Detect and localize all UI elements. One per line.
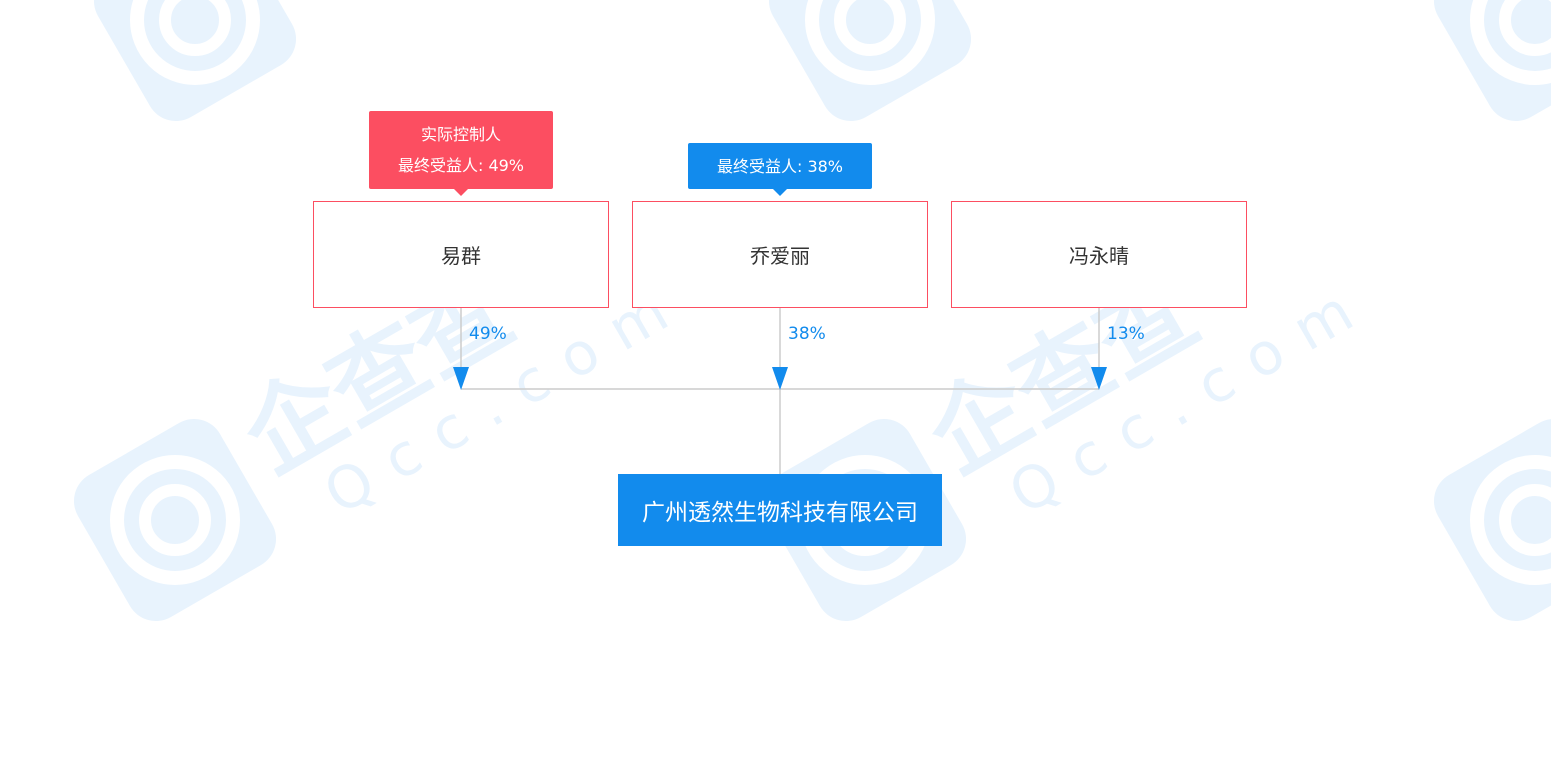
tag-line-beneficiary: 最终受益人: 38% — [716, 156, 844, 176]
arrow-down-icon — [772, 367, 788, 390]
shareholder-name: 易群 — [441, 244, 481, 268]
shareholder-box-2[interactable]: 乔爱丽 — [632, 201, 928, 308]
shareholder-name: 乔爱丽 — [750, 244, 810, 268]
tag-line-controller: 实际控制人 — [420, 125, 501, 144]
share-percent-label: 49% — [469, 324, 507, 344]
share-percent-label: 38% — [788, 324, 826, 344]
arrow-down-icon — [1091, 367, 1107, 390]
shareholder-name: 冯永晴 — [1069, 244, 1129, 268]
beneficiary-tag: 最终受益人: 38% — [688, 143, 872, 196]
company-name: 广州透然生物科技有限公司 — [642, 500, 918, 526]
actual-controller-tag: 实际控制人 最终受益人: 49% — [369, 111, 553, 196]
arrow-down-icon — [453, 367, 469, 390]
company-box[interactable]: 广州透然生物科技有限公司 — [618, 474, 942, 546]
tag-line-beneficiary: 最终受益人: 49% — [397, 156, 525, 175]
shareholder-box-1[interactable]: 易群 — [313, 201, 609, 308]
share-percent-label: 13% — [1107, 324, 1145, 344]
shareholder-box-3[interactable]: 冯永晴 — [951, 201, 1247, 308]
